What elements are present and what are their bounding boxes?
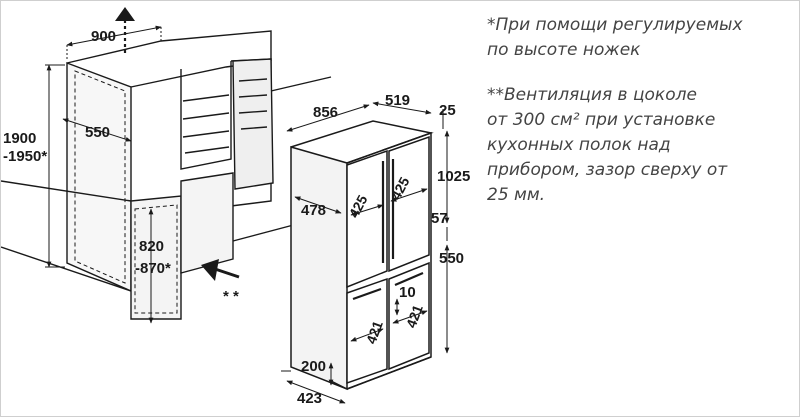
dim-1950: -1950*	[3, 148, 47, 165]
note-2-line-2: от 300 см² при установке	[487, 110, 716, 130]
note-2-line-4: прибором, зазор сверху от	[487, 160, 728, 180]
ventilation-mark: * *	[223, 288, 239, 305]
dim-550-depth: 550	[85, 124, 110, 141]
fridge-dimension-lines	[281, 101, 450, 404]
dim-870: -870*	[135, 260, 171, 277]
note-2-line-3: кухонных полок над	[487, 135, 671, 155]
dim-10: 10	[399, 284, 416, 301]
dim-200: 200	[301, 358, 326, 375]
note-ventilation: **Вентиляция в цоколе от 300 см² при уст…	[487, 83, 787, 208]
dim-478: 478	[301, 202, 326, 219]
cabinet-dimension-lines	[45, 25, 162, 324]
dim-57: 57	[431, 210, 448, 227]
note-adjustable-feet: *При помощи регулируемых по высоте ножек	[487, 13, 787, 63]
dim-1025: 1025	[437, 168, 470, 185]
note-1-line-2: по высоте ножек	[487, 40, 641, 60]
dim-423: 423	[297, 390, 322, 407]
refrigerator	[290, 120, 434, 391]
note-1-line-1: *При помощи регулируемых	[487, 15, 743, 35]
note-2-line-5: 25 мм.	[487, 185, 546, 205]
dim-1900: 1900	[3, 130, 36, 147]
dim-421-right: 421	[403, 302, 426, 330]
installation-notes: *При помощи регулируемых по высоте ножек…	[487, 13, 787, 208]
note-2-line-1: **Вентиляция в цоколе	[487, 85, 697, 105]
dim-820: 820	[139, 238, 164, 255]
dim-856: 856	[313, 104, 338, 121]
up-arrow-icon	[115, 7, 135, 53]
dim-550-lower: 550	[439, 250, 464, 267]
dimension-labels: 900 550 1900 -1950* 820 -870* * * 856 51…	[3, 28, 470, 407]
dim-900: 900	[91, 28, 116, 45]
dim-421-left: 421	[363, 318, 386, 346]
dim-519: 519	[385, 92, 410, 109]
ventilation-arrow-icon	[201, 259, 240, 281]
dim-25: 25	[439, 102, 456, 119]
